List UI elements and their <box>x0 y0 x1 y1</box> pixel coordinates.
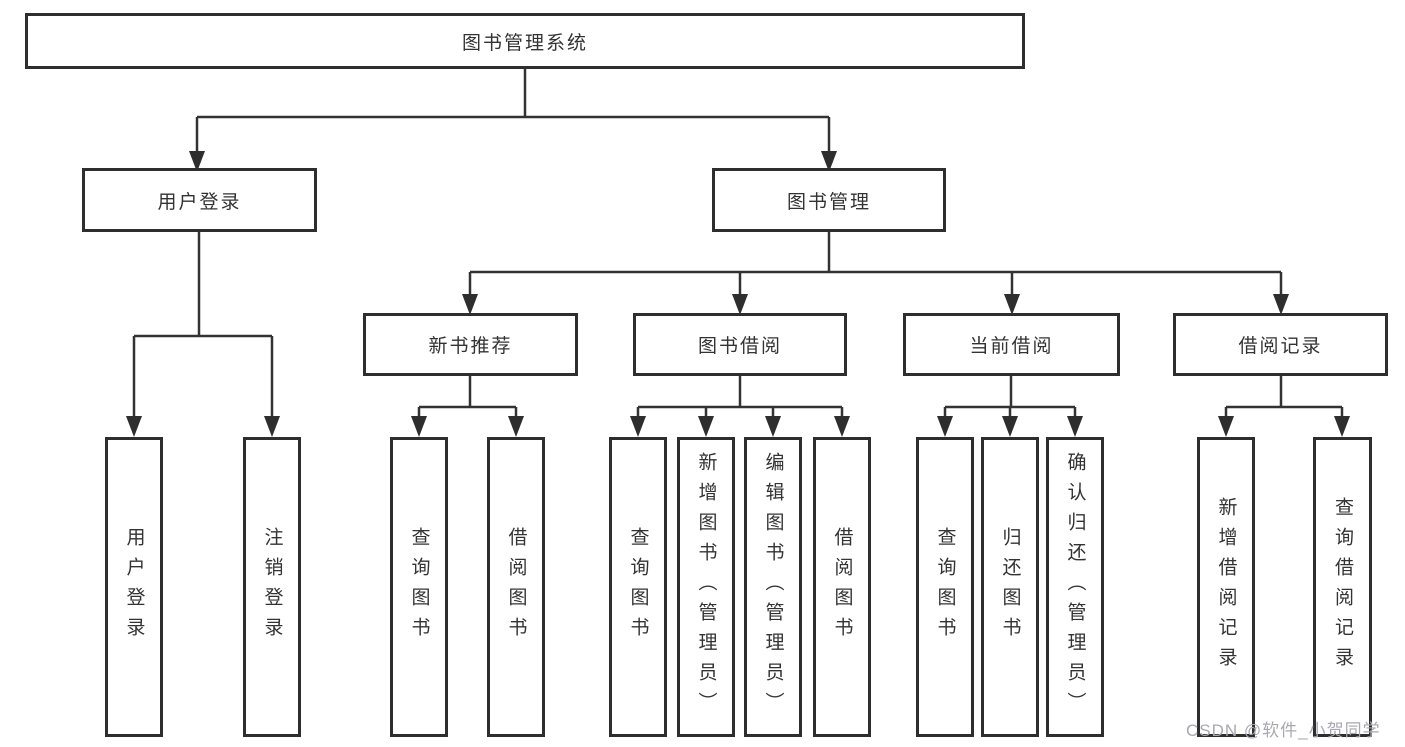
node-query-books-recommend-label: 查询图书 <box>408 527 430 647</box>
node-book-management-label: 图书管理 <box>786 191 871 213</box>
node-query-books-current-label: 查询图书 <box>934 527 956 647</box>
node-add-borrow-record: 新增借阅记录 <box>1197 437 1255 737</box>
arrowheads <box>126 151 1350 437</box>
node-user-login-branch-label: 用户登录 <box>157 191 242 213</box>
node-user-login-label: 用户登录 <box>123 527 145 647</box>
csdn-watermark: CSDN @软件_小贺同学 <box>1186 721 1381 740</box>
node-edit-book-admin: 编辑图书（管理员） <box>744 437 802 737</box>
node-return-book: 归还图书 <box>981 437 1039 737</box>
node-borrow-books-recommend: 借阅图书 <box>487 437 545 737</box>
node-book-borrow-label: 图书借阅 <box>697 336 782 357</box>
node-new-book-recommend: 新书推荐 <box>363 313 578 376</box>
node-return-book-label: 归还图书 <box>999 527 1021 647</box>
node-query-borrow-record: 查询借阅记录 <box>1313 437 1372 737</box>
node-root: 图书管理系统 <box>25 13 1025 69</box>
node-user-login: 用户登录 <box>105 437 163 737</box>
node-borrow-books-recommend-label: 借阅图书 <box>505 527 527 647</box>
node-root-label: 图书管理系统 <box>461 32 588 54</box>
node-book-management: 图书管理 <box>712 168 946 232</box>
node-logout-label: 注销登录 <box>261 527 283 647</box>
node-add-book-admin: 新增图书（管理员） <box>677 437 735 737</box>
node-query-books-recommend: 查询图书 <box>390 437 448 737</box>
node-borrow-books-label: 借阅图书 <box>831 527 853 647</box>
node-user-login-branch: 用户登录 <box>82 168 317 232</box>
node-add-book-admin-label: 新增图书（管理员） <box>695 452 717 722</box>
node-borrow-records-label: 借阅记录 <box>1238 336 1323 357</box>
node-book-borrow: 图书借阅 <box>633 313 847 376</box>
node-current-borrow: 当前借阅 <box>903 313 1120 376</box>
node-add-borrow-record-label: 新增借阅记录 <box>1215 497 1237 677</box>
node-current-borrow-label: 当前借阅 <box>969 336 1054 357</box>
node-logout: 注销登录 <box>243 437 301 737</box>
node-query-borrow-record-label: 查询借阅记录 <box>1332 497 1353 677</box>
node-confirm-return-admin: 确认归还（管理员） <box>1046 437 1104 737</box>
node-query-books-borrow: 查询图书 <box>609 437 667 737</box>
node-borrow-records: 借阅记录 <box>1173 313 1388 376</box>
node-new-book-recommend-label: 新书推荐 <box>428 336 513 357</box>
node-edit-book-admin-label: 编辑图书（管理员） <box>762 452 784 722</box>
node-query-books-current: 查询图书 <box>916 437 974 737</box>
node-confirm-return-admin-label: 确认归还（管理员） <box>1064 452 1086 722</box>
node-borrow-books: 借阅图书 <box>813 437 871 737</box>
node-query-books-borrow-label: 查询图书 <box>627 527 649 647</box>
